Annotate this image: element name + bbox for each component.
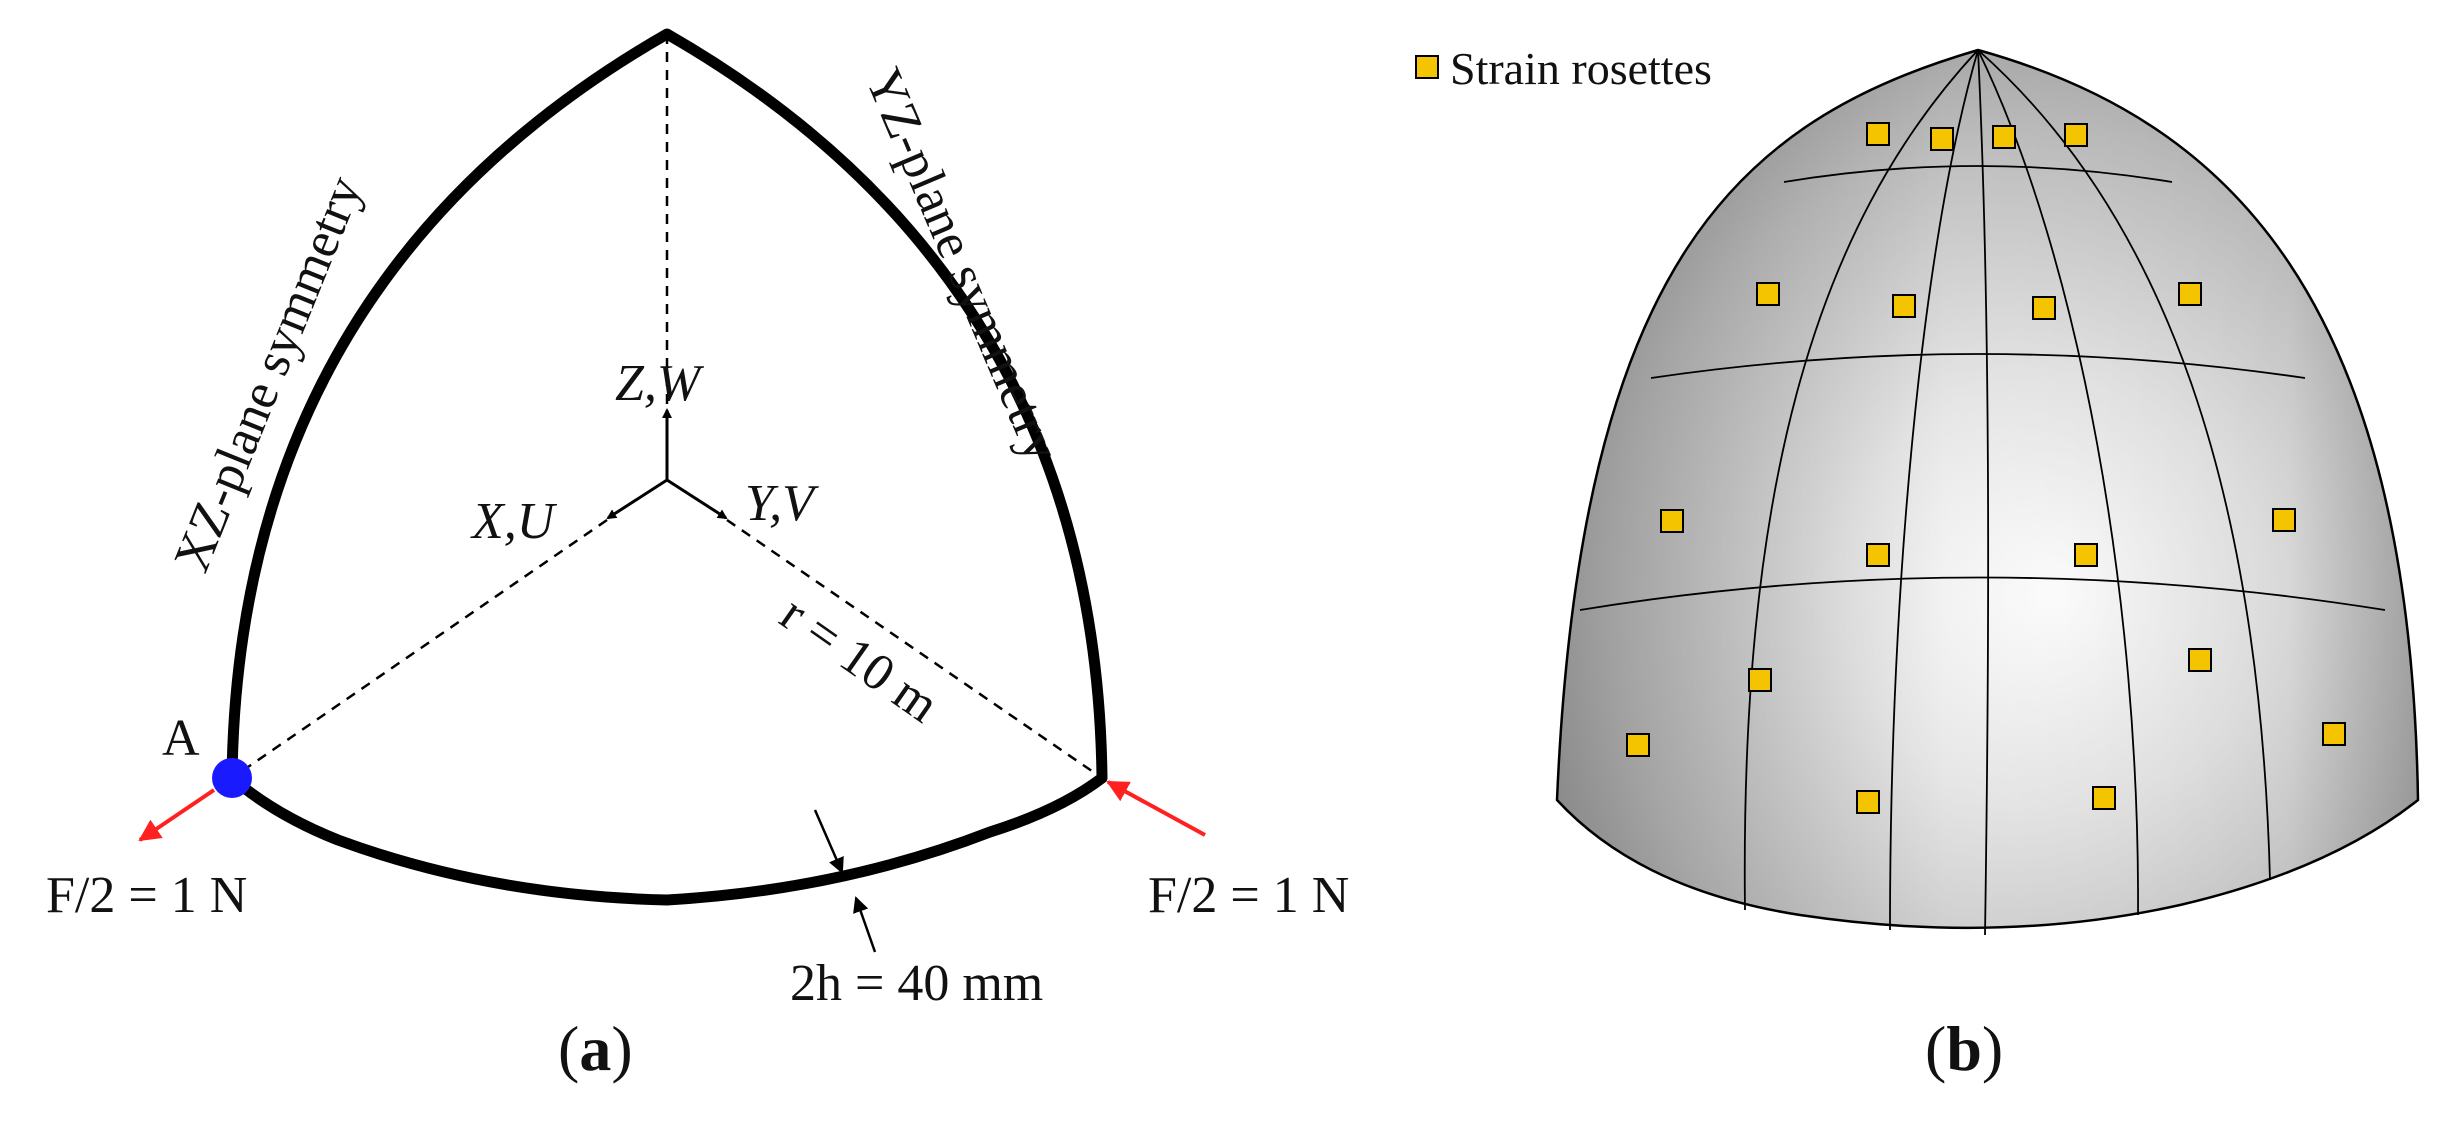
strain-rosette-4 bbox=[2064, 123, 2088, 147]
strain-rosette-5 bbox=[1756, 282, 1780, 306]
strain-rosette-13 bbox=[1626, 733, 1650, 757]
strain-rosette-9 bbox=[1660, 509, 1684, 533]
thickness-arrow-bottom bbox=[853, 896, 877, 953]
radius-label: r = 10 m bbox=[770, 585, 949, 734]
thickness-arrow-top bbox=[813, 809, 844, 874]
legend-rosette-swatch bbox=[1415, 55, 1439, 79]
strain-rosette-14 bbox=[1856, 790, 1880, 814]
strain-rosette-12 bbox=[2272, 508, 2296, 532]
mesh-parallels bbox=[1579, 165, 2386, 611]
strain-rosette-18 bbox=[2188, 648, 2212, 672]
dashed-line-right bbox=[726, 518, 1103, 780]
legend-label: Strain rosettes bbox=[1450, 43, 1712, 94]
force-label-right: F/2 = 1 N bbox=[1148, 867, 1349, 924]
strain-rosette-7 bbox=[2032, 296, 2056, 320]
mesh-meridians bbox=[1743, 49, 2271, 936]
force-arrow-right bbox=[1106, 780, 1206, 837]
shell-outline bbox=[226, 28, 1108, 906]
strain-rosette-2 bbox=[1930, 127, 1954, 151]
panel-b-label: (b) bbox=[1925, 1013, 2003, 1084]
point-a-label: A bbox=[162, 710, 200, 767]
strain-rosette-1 bbox=[1866, 122, 1890, 146]
strain-rosette-15 bbox=[2092, 786, 2116, 810]
axis-z-label: Z,W bbox=[615, 355, 705, 412]
strain-rosette-10 bbox=[1866, 543, 1890, 567]
panel-a: Z,W X,U Y,V XZ-plane symmetry YZ-plane s… bbox=[46, 28, 1349, 1084]
strain-rosette-17 bbox=[1748, 668, 1772, 692]
force-arrow-left bbox=[138, 788, 216, 842]
rosette-group bbox=[1626, 122, 2346, 814]
strain-rosette-8 bbox=[2178, 282, 2202, 306]
strain-rosette-11 bbox=[2074, 543, 2098, 567]
axis-x-arrow bbox=[606, 478, 668, 520]
point-a-marker bbox=[212, 758, 252, 798]
panel-b: Strain rosettes (b) bbox=[1415, 43, 2420, 1084]
dashed-line-left bbox=[231, 518, 608, 780]
yz-symmetry-label: YZ-plane symmetry bbox=[854, 60, 1071, 469]
strain-rosette-16 bbox=[2322, 722, 2346, 746]
panel-a-label: (a) bbox=[558, 1013, 633, 1084]
strain-rosette-6 bbox=[1892, 294, 1916, 318]
axis-y-arrow bbox=[666, 478, 728, 520]
force-label-left: F/2 = 1 N bbox=[46, 867, 247, 924]
thickness-label: 2h = 40 mm bbox=[790, 955, 1043, 1012]
axis-y-label: Y,V bbox=[745, 475, 819, 532]
strain-rosette-3 bbox=[1992, 125, 2016, 149]
axis-x-label: X,U bbox=[470, 493, 558, 550]
